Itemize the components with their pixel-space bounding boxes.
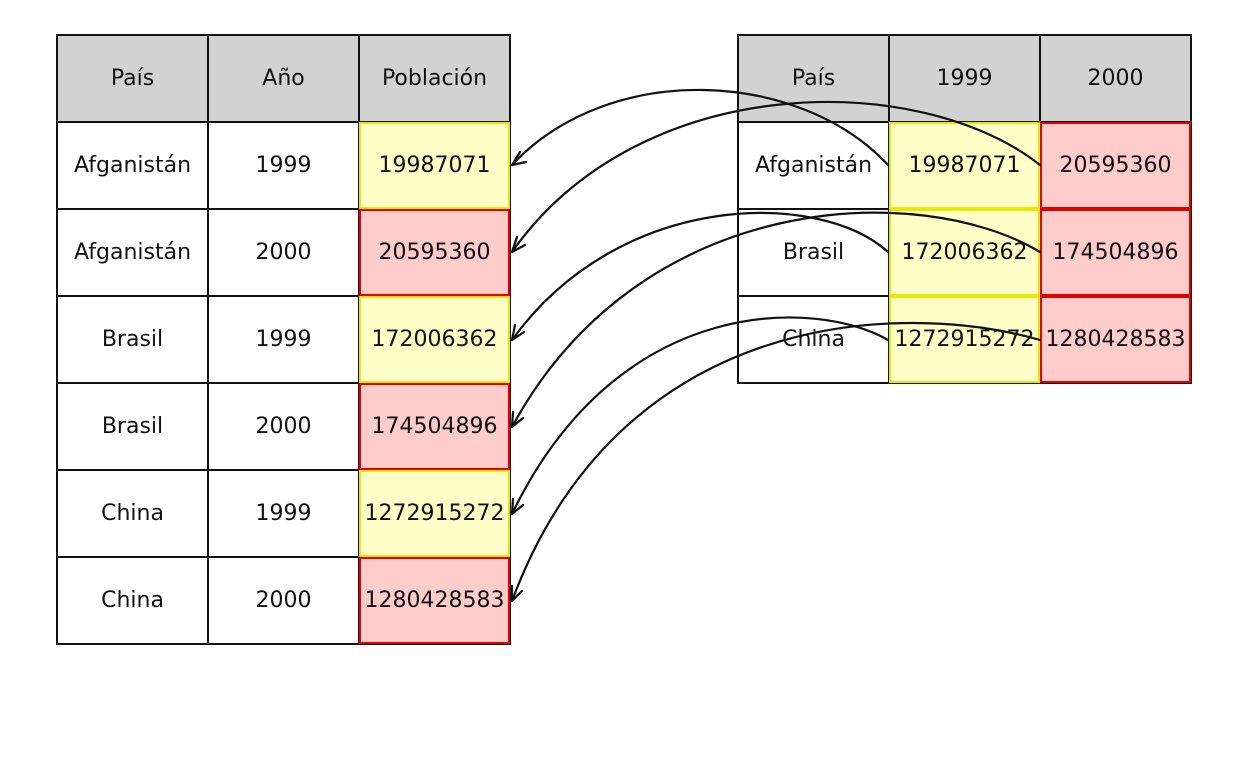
header-2000: 2000: [1039, 34, 1192, 123]
arrowhead-icon: [510, 584, 524, 603]
cell-pais: Brasil: [56, 295, 209, 384]
arrowhead-icon: [510, 410, 525, 429]
table-row: Afganistán 2000 20595360: [56, 208, 511, 297]
cell-pais: China: [56, 556, 209, 645]
cell-anio: 1999: [207, 121, 360, 210]
cell-1999: 172006362: [888, 208, 1041, 297]
header-poblacion: Población: [358, 34, 511, 123]
header-pais: País: [56, 34, 209, 123]
wide-table-header-row: País 1999 2000: [737, 34, 1192, 123]
cell-pais: Brasil: [56, 382, 209, 471]
cell-poblacion: 20595360: [358, 208, 511, 297]
cell-poblacion: 1280428583: [358, 556, 511, 645]
cell-pais: China: [56, 469, 209, 558]
wide-format-table: País 1999 2000 Afganistán 19987071 20595…: [737, 34, 1192, 384]
table-row: Brasil 172006362 174504896: [737, 208, 1192, 297]
table-row: Afganistán 19987071 20595360: [737, 121, 1192, 210]
cell-poblacion: 19987071: [358, 121, 511, 210]
cell-anio: 2000: [207, 208, 360, 297]
cell-poblacion: 174504896: [358, 382, 511, 471]
cell-2000: 20595360: [1039, 121, 1192, 210]
arrowhead-icon: [510, 150, 528, 167]
cell-pais: Brasil: [737, 208, 890, 297]
cell-anio: 2000: [207, 382, 360, 471]
cell-1999: 1272915272: [888, 295, 1041, 384]
cell-pais: Afganistán: [56, 208, 209, 297]
cell-1999: 19987071: [888, 121, 1041, 210]
table-row: China 1999 1272915272: [56, 469, 511, 558]
cell-poblacion: 172006362: [358, 295, 511, 384]
arrowhead-icon: [510, 323, 526, 342]
cell-anio: 1999: [207, 469, 360, 558]
cell-pais: Afganistán: [737, 121, 890, 210]
cell-2000: 1280428583: [1039, 295, 1192, 384]
arrowhead-icon: [510, 497, 525, 516]
long-table-header-row: País Año Población: [56, 34, 511, 123]
header-pais: País: [737, 34, 890, 123]
table-row: China 1272915272 1280428583: [737, 295, 1192, 384]
table-row: Brasil 2000 174504896: [56, 382, 511, 471]
cell-2000: 174504896: [1039, 208, 1192, 297]
header-1999: 1999: [888, 34, 1041, 123]
cell-anio: 2000: [207, 556, 360, 645]
table-row: Brasil 1999 172006362: [56, 295, 511, 384]
cell-poblacion: 1272915272: [358, 469, 511, 558]
header-anio: Año: [207, 34, 360, 123]
table-row: China 2000 1280428583: [56, 556, 511, 645]
cell-pais: China: [737, 295, 890, 384]
long-format-table: País Año Población Afganistán 1999 19987…: [56, 34, 511, 645]
table-row: Afganistán 1999 19987071: [56, 121, 511, 210]
arrowhead-icon: [510, 235, 527, 254]
cell-anio: 1999: [207, 295, 360, 384]
cell-pais: Afganistán: [56, 121, 209, 210]
